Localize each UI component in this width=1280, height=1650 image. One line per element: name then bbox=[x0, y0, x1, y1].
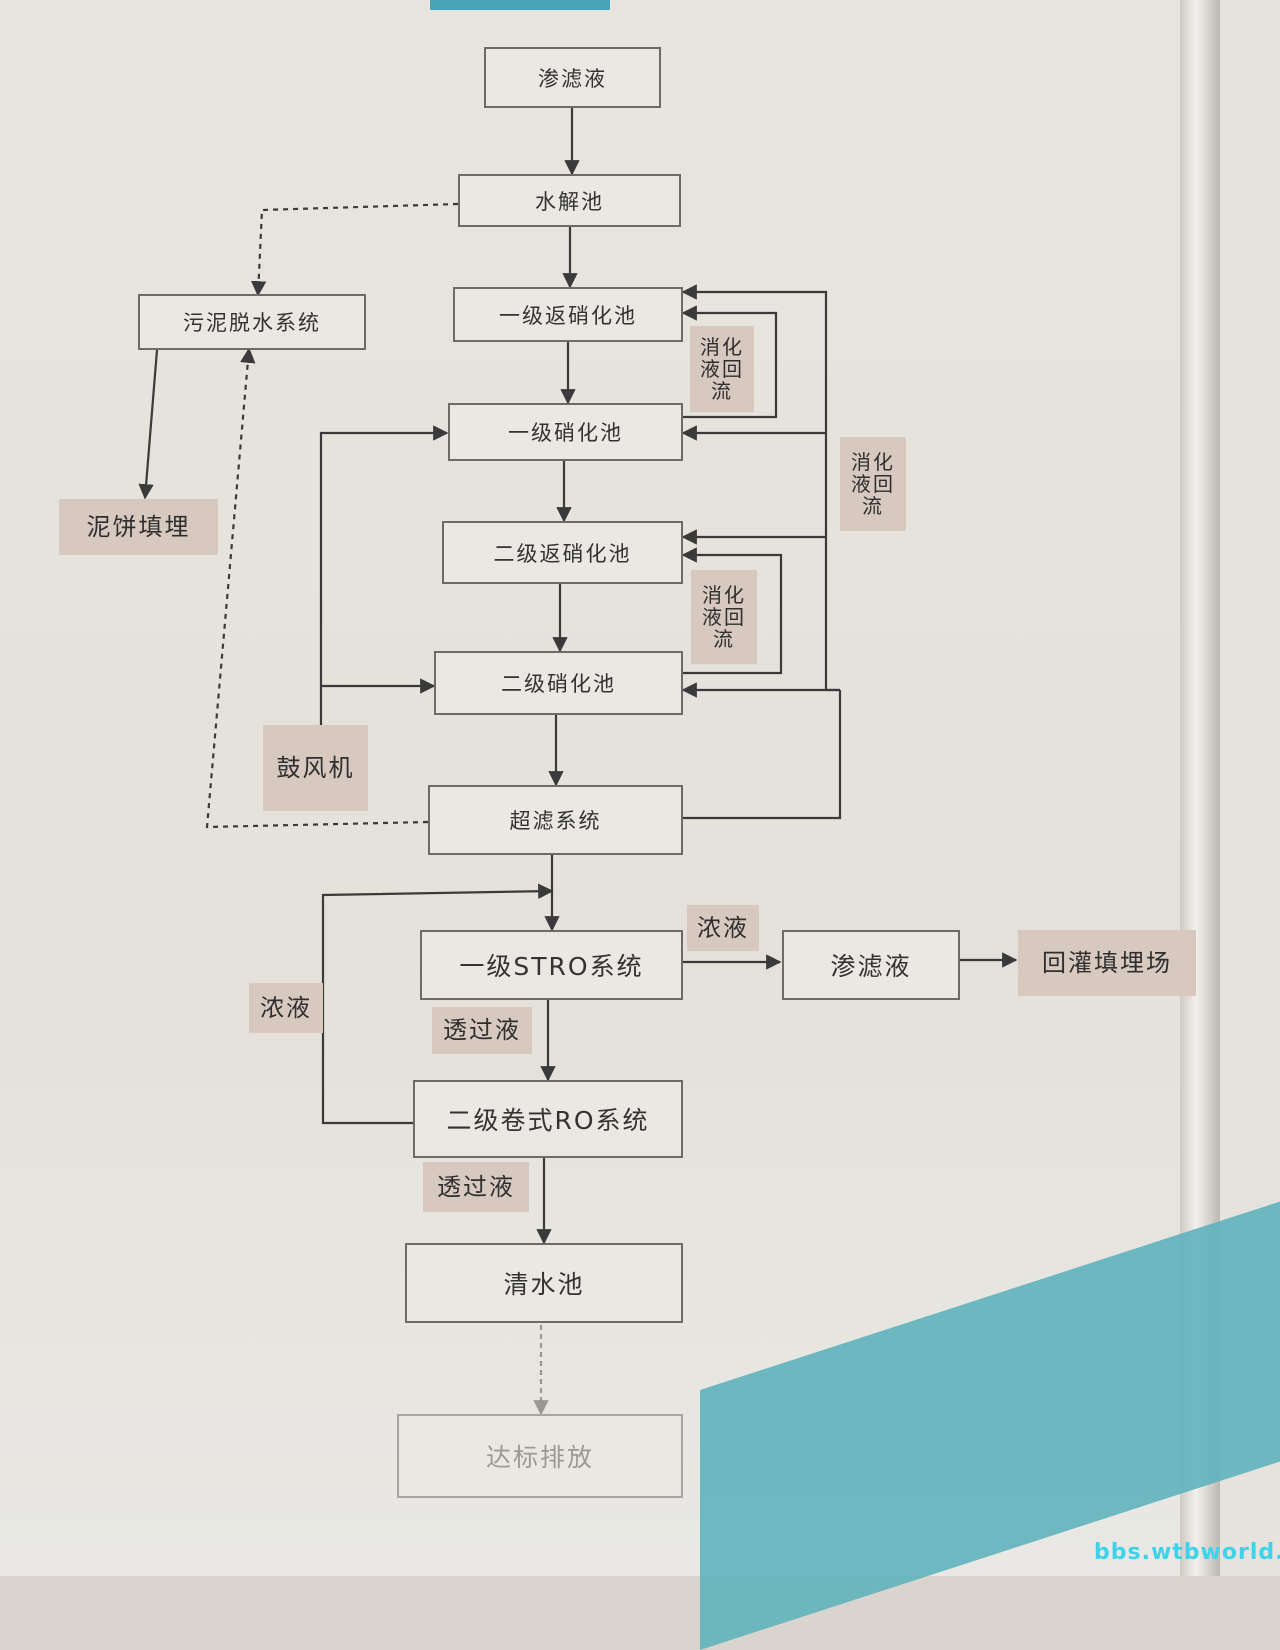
flow-lines bbox=[138, 107, 1018, 1416]
tag-concentrate-left: 浓液 bbox=[249, 983, 323, 1033]
reflux-outer-trunk bbox=[683, 690, 842, 820]
box-nitrification-1: 一级硝化池 bbox=[448, 403, 683, 461]
box-leachate-input: 渗滤液 bbox=[484, 47, 661, 108]
tag-reflux-outer: 消化 液回 流 bbox=[840, 437, 906, 531]
tag-concentrate-right: 浓液 bbox=[687, 905, 759, 951]
arrow-dewater-cake bbox=[138, 349, 159, 500]
tag-permeate-2: 透过液 bbox=[423, 1162, 529, 1212]
box-denitrification-2: 二级返硝化池 bbox=[442, 521, 683, 584]
tag-permeate-1: 透过液 bbox=[432, 1007, 532, 1054]
sludge-from-uf bbox=[205, 347, 429, 829]
watermark: bbs.wtbworld.com bbox=[1094, 1540, 1280, 1565]
reflux-loop-1 bbox=[681, 305, 778, 419]
tag-blower: 鼓风机 bbox=[263, 725, 368, 811]
tag-reflux-2: 消化 液回 流 bbox=[691, 570, 757, 664]
box-leachate-output: 渗滤液 bbox=[782, 930, 960, 1000]
box-stro-system: 一级STRO系统 bbox=[420, 930, 683, 1000]
tag-landfill-reinjection: 回灌填埋场 bbox=[1018, 930, 1196, 996]
tag-reflux-1: 消化 液回 流 bbox=[690, 326, 754, 412]
sludge-from-hydrolysis bbox=[250, 202, 459, 297]
box-clear-water-pool: 清水池 bbox=[405, 1243, 683, 1323]
box-denitrification-1: 一级返硝化池 bbox=[453, 287, 683, 342]
box-nitrification-2: 二级硝化池 bbox=[434, 651, 683, 715]
top-band bbox=[430, 0, 610, 10]
box-discharge: 达标排放 bbox=[397, 1414, 683, 1498]
box-hydrolysis-tank: 水解池 bbox=[458, 174, 681, 227]
concentrate-recycle bbox=[321, 883, 554, 1125]
reflux-outer-main bbox=[681, 284, 828, 690]
tag-sludge-cake-landfill: 泥饼填埋 bbox=[59, 499, 218, 555]
air-line-nit1 bbox=[319, 425, 449, 725]
box-ultrafiltration: 超滤系统 bbox=[428, 785, 683, 855]
box-sludge-dewatering: 污泥脱水系统 bbox=[138, 294, 366, 350]
box-ro-system-2: 二级卷式RO系统 bbox=[413, 1080, 683, 1158]
reflux-loop-2 bbox=[681, 547, 783, 675]
